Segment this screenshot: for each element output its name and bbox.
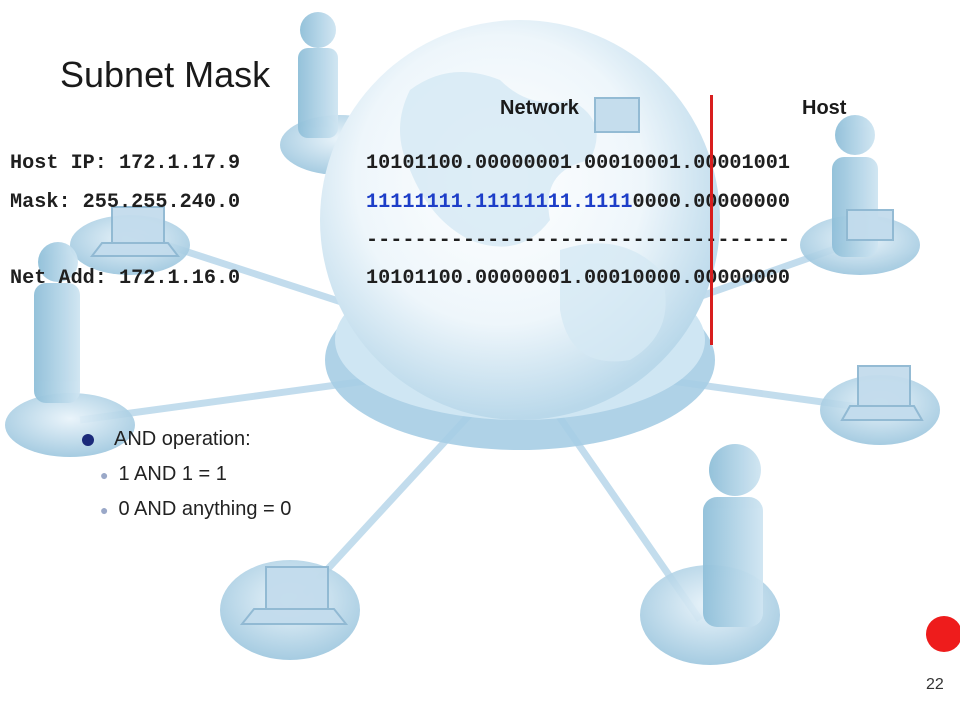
separator-dashes: ----------------------------------- [366, 229, 791, 252]
bullet-sub: ● 0 AND anything = 0 [100, 498, 291, 521]
sub-bullet-icon: ● [100, 501, 109, 518]
bullet-sub: ● 1 AND 1 = 1 [100, 463, 291, 486]
bullet-dot-icon [82, 433, 94, 446]
net-add-label: Net Add: 172.1.16.0 [10, 267, 241, 290]
net-add-binary: 10101100.00000001.00010000.00000000 [366, 267, 791, 290]
host-ip-label: Host IP: 172.1.17.9 [10, 152, 241, 175]
red-dot-icon[interactable] [926, 616, 960, 652]
page-number: 22 [926, 676, 944, 693]
bullet-sub-text: 1 AND 1 = 1 [118, 463, 227, 485]
bullet-sub-text: 0 AND anything = 0 [118, 498, 292, 520]
network-host-divider [710, 95, 713, 345]
bullet-main-text: AND operation: [114, 428, 251, 450]
network-column-label: Network [500, 97, 579, 119]
mask-binary-ones: 11111111.11111111.1111 [366, 191, 633, 214]
host-ip-binary: 10101100.00000001.00010001.00001001 [366, 152, 791, 175]
mask-binary: 11111111.11111111.11110000.00000000 [366, 191, 790, 214]
bullet-list: AND operation: ● 1 AND 1 = 1 ● 0 AND anyth… [82, 428, 291, 533]
sub-bullet-icon: ● [100, 466, 109, 483]
slide-title: Subnet Mask [60, 54, 271, 95]
bullet-main: AND operation: [82, 428, 291, 451]
mask-label: Mask: 255.255.240.0 [10, 191, 241, 214]
host-column-label: Host [802, 97, 847, 119]
